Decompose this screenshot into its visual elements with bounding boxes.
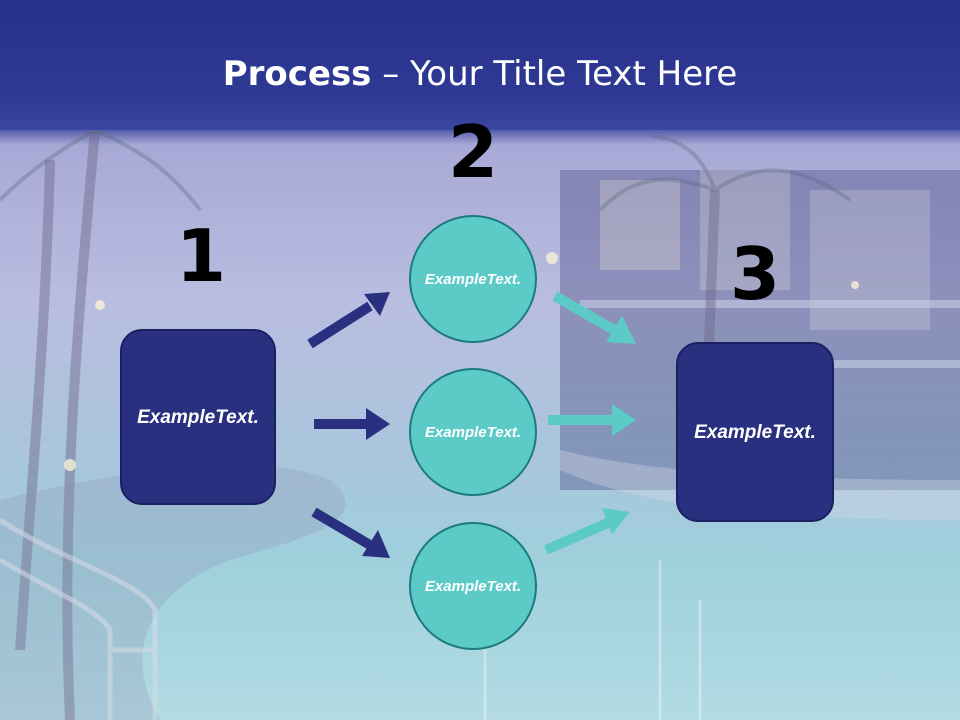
arrow-top-to-right [552,291,636,344]
arrow-left-to-bottom [311,507,390,558]
title-rest: – Your Title Text Here [371,54,738,94]
arrow-bottom-to-right [543,508,630,555]
title-band [0,0,960,130]
step-number-3: 3 [730,232,781,316]
arrow-left-to-middle [314,408,390,440]
arrow-middle-to-right [548,404,636,436]
slide-title: Process – Your Title Text Here [0,52,960,96]
step-number-2: 2 [448,110,499,194]
arrow-left-to-top [307,292,390,349]
step-number-1: 1 [176,214,227,298]
title-bold: Process [222,54,372,94]
